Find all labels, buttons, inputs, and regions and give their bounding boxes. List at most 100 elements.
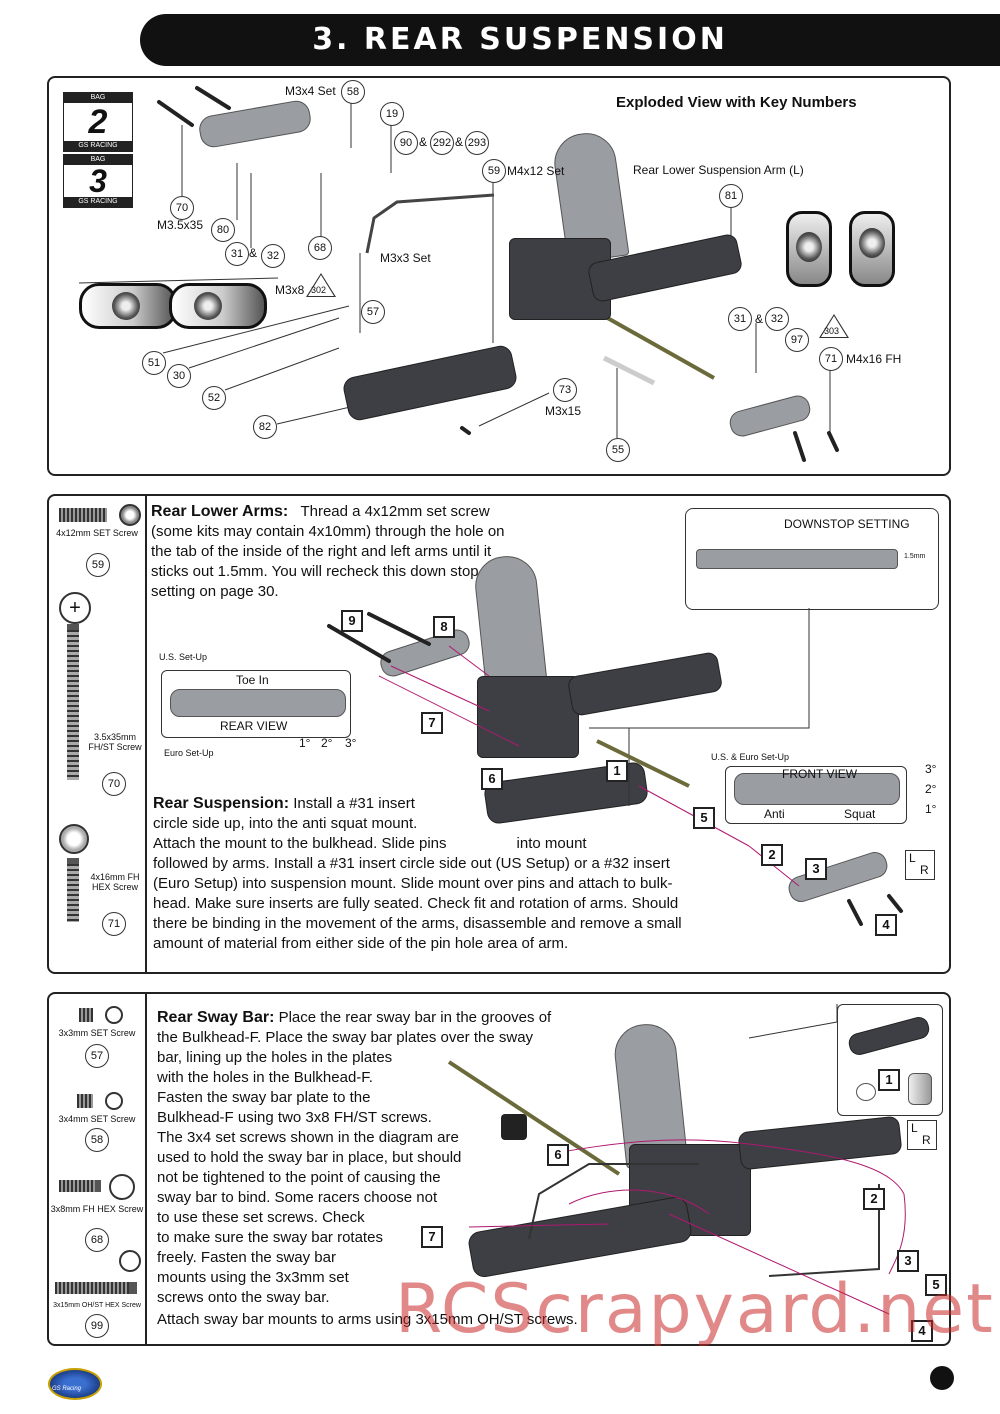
insert-31-vertical-part: [786, 211, 832, 287]
suspension-text: there be binding in the movement of the …: [153, 915, 682, 932]
part-name-57: 3x3mm SET Screw: [58, 1028, 136, 1038]
downstop-inset: DOWNSTOP SETTING 1.5mm: [685, 508, 939, 610]
bag-badge-2: BAG 2 GS RACING: [63, 92, 133, 152]
set-screw-3x4-image: [77, 1094, 93, 1108]
front-view-label: FRONT VIEW: [782, 767, 858, 781]
step-3: 3: [805, 858, 827, 880]
key-51: 51: [142, 351, 166, 375]
toe-us-setup-label: U.S. Set-Up: [159, 652, 208, 662]
set-screw-end-icon: [105, 1006, 123, 1024]
label-m3x15: M3x15: [545, 404, 582, 418]
label-m3x4-set: M3x4 Set: [285, 84, 336, 98]
arms-text: (some kits may contain 4x10mm) through t…: [151, 523, 505, 540]
bag-label: BAG: [64, 93, 132, 103]
downstop-mm: 1.5mm: [904, 553, 926, 560]
arms-text: Thread a 4x12mm set screw: [300, 503, 490, 520]
key-31: 31: [728, 307, 752, 331]
page-marker-dot: [930, 1366, 954, 1390]
ball-image: [856, 1083, 876, 1101]
step-2: 2: [761, 844, 783, 866]
sway-link-image: [846, 1014, 932, 1058]
part-num-58: 58: [85, 1128, 109, 1152]
anti-label: Anti: [764, 807, 785, 821]
sway-bar-instructions: Rear Sway Bar: Place the rear sway bar i…: [157, 1008, 627, 1330]
key-55: 55: [606, 438, 630, 462]
page-header-bar: 3. REAR SUSPENSION: [140, 14, 1000, 66]
bag-brand: GS RACING: [64, 197, 132, 207]
part-name-99: 3x15mm OH/ST HEX Screw: [53, 1302, 141, 1309]
suspension-text: into mount: [516, 835, 587, 852]
bag-number: 3: [89, 163, 107, 199]
toe-block-image: [170, 689, 346, 717]
key-293: 293: [465, 131, 489, 155]
screw-3x15-image: [55, 1282, 137, 1294]
insert-32-vertical-part: [849, 211, 895, 287]
step-7: 7: [421, 1226, 443, 1248]
front-block-image: [734, 773, 900, 805]
parts-sidebar: [49, 496, 147, 972]
sway-text: Attach sway bar mounts to arms using 3x1…: [157, 1311, 578, 1328]
front-view-inset: FRONT VIEW Anti Squat: [725, 766, 907, 824]
sway-text: screws onto the sway bar.: [157, 1289, 330, 1306]
bag-badge-3: BAG 3 GS RACING: [63, 154, 133, 208]
part-name-71: 4x16mm FH HEX Screw: [90, 872, 140, 892]
lr-right: R: [920, 863, 929, 877]
arms-text: sticks out 1.5mm. You will recheck this …: [151, 563, 479, 580]
key-68: 68: [308, 236, 332, 260]
suspension-text: Install a #31 insert: [293, 795, 415, 812]
toe-deg-2: 2°: [321, 736, 333, 750]
key-70: 70: [170, 196, 194, 220]
arms-instructions: Rear Lower Arms: Thread a 4x12mm set scr…: [151, 502, 571, 602]
hex-head-icon: [59, 824, 89, 854]
screw-35x35-image: [67, 624, 79, 780]
toe-in-inset: Toe In REAR VIEW: [161, 670, 351, 738]
key-302-triangle: [306, 273, 336, 297]
part-num-68: 68: [85, 1228, 109, 1252]
ampersand: &: [249, 246, 258, 260]
sway-text: bar, lining up the holes in the plates: [157, 1049, 393, 1066]
suspension-text: head. Make sure inserts are fully seated…: [153, 895, 679, 912]
exploded-view-panel: Exploded View with Key Numbers BAG 2 GS …: [47, 76, 951, 476]
step-3: 3: [897, 1250, 919, 1272]
sway-text: not be tightened to the point of causing…: [157, 1169, 441, 1186]
set-screw-end-icon: [119, 504, 141, 526]
sway-text: Bulkhead-F using two 3x8 FH/ST screws.: [157, 1109, 432, 1126]
part-name-58: 3x4mm SET Screw: [58, 1114, 136, 1124]
lr-left: L: [911, 1121, 918, 1135]
suspension-instructions: Rear Suspension: Install a #31 insert ci…: [153, 794, 773, 954]
insert-31-part: [79, 283, 177, 329]
step-5: 5: [925, 1274, 947, 1296]
key-292: 292: [430, 131, 454, 155]
bag-brand: GS RACING: [64, 141, 132, 151]
front-deg-2: 2°: [925, 782, 937, 796]
key-59: 59: [482, 159, 506, 183]
sway-title: Rear Sway Bar:: [157, 1009, 275, 1026]
part-num-99: 99: [85, 1314, 109, 1338]
left-right-icon: L R: [905, 850, 935, 880]
ampersand: &: [755, 312, 764, 326]
downstop-title: DOWNSTOP SETTING: [784, 517, 910, 531]
step-9: 9: [341, 610, 363, 632]
suspension-text: (Euro Setup) into suspension mount. Slid…: [153, 875, 673, 892]
suspension-text: circle side up, into the anti squat moun…: [153, 815, 418, 832]
suspension-text: Attach the mount to the bulkhead. Slide …: [153, 835, 447, 852]
set-screw-end-icon: [105, 1092, 123, 1110]
key-31: 31: [225, 242, 249, 266]
part-num-70: 70: [102, 772, 126, 796]
key-32: 32: [261, 244, 285, 268]
key-30: 30: [167, 364, 191, 388]
hex-head-icon: [119, 1250, 141, 1272]
ampersand: &: [455, 135, 464, 149]
key-80: 80: [211, 218, 235, 242]
bushing-image: [908, 1073, 932, 1105]
label-m35x35: M3.5x35: [157, 218, 204, 232]
key-57: 57: [361, 300, 385, 324]
key-73: 73: [553, 378, 577, 402]
sway-text: used to hold the sway bar in place, but …: [157, 1149, 462, 1166]
lr-right: R: [922, 1133, 931, 1147]
arms-title: Rear Lower Arms:: [151, 503, 289, 520]
logo-text: GS Racing: [52, 1386, 82, 1392]
label-m4x16-fh: M4x16 FH: [846, 352, 902, 366]
toe-deg-1: 1°: [299, 736, 311, 750]
sway-text: sway bar to bind. Some racers choose not: [157, 1189, 438, 1206]
